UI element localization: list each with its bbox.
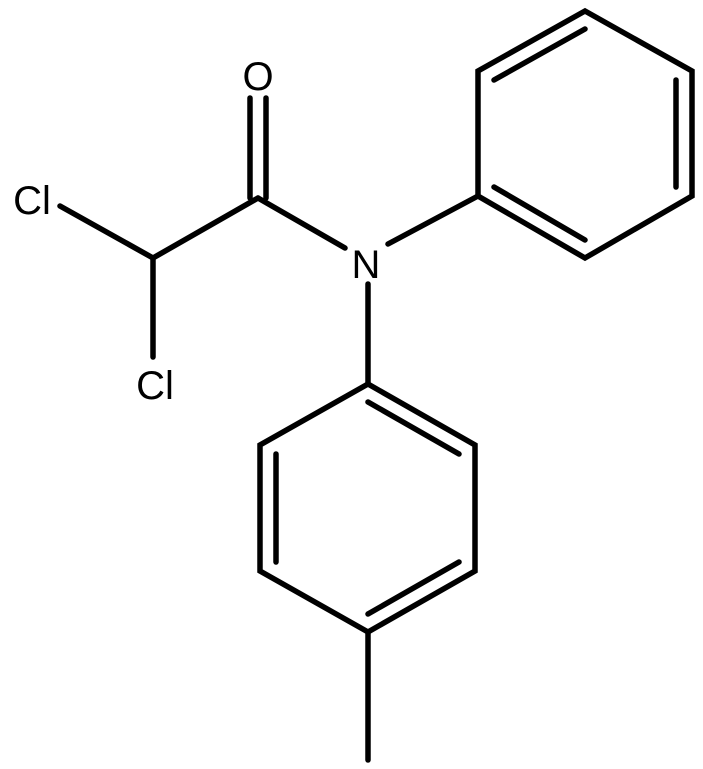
phenyl-ring (475, 7, 695, 262)
phenyl-inner-bond-3 (491, 184, 588, 243)
bond-ch-cl-upper (57, 203, 156, 261)
tolyl-inner-bond-2 (365, 559, 462, 617)
atom-chlorine-lower: Cl (136, 364, 174, 408)
atom-chlorine-upper: Cl (13, 179, 51, 223)
tolyl-inner-bond-1 (365, 399, 462, 457)
bond-carbonyl-n (255, 195, 348, 251)
bond-n-phenyl (385, 193, 481, 247)
atom-nitrogen: N (352, 243, 381, 287)
bonds (57, 7, 695, 763)
atom-oxygen: O (242, 55, 273, 99)
tolyl-ring (257, 380, 478, 636)
atom-labels: O N Cl Cl (13, 55, 380, 408)
bond-carbonyl-chcl2 (150, 195, 261, 261)
phenyl-inner-bond-1 (491, 26, 588, 83)
